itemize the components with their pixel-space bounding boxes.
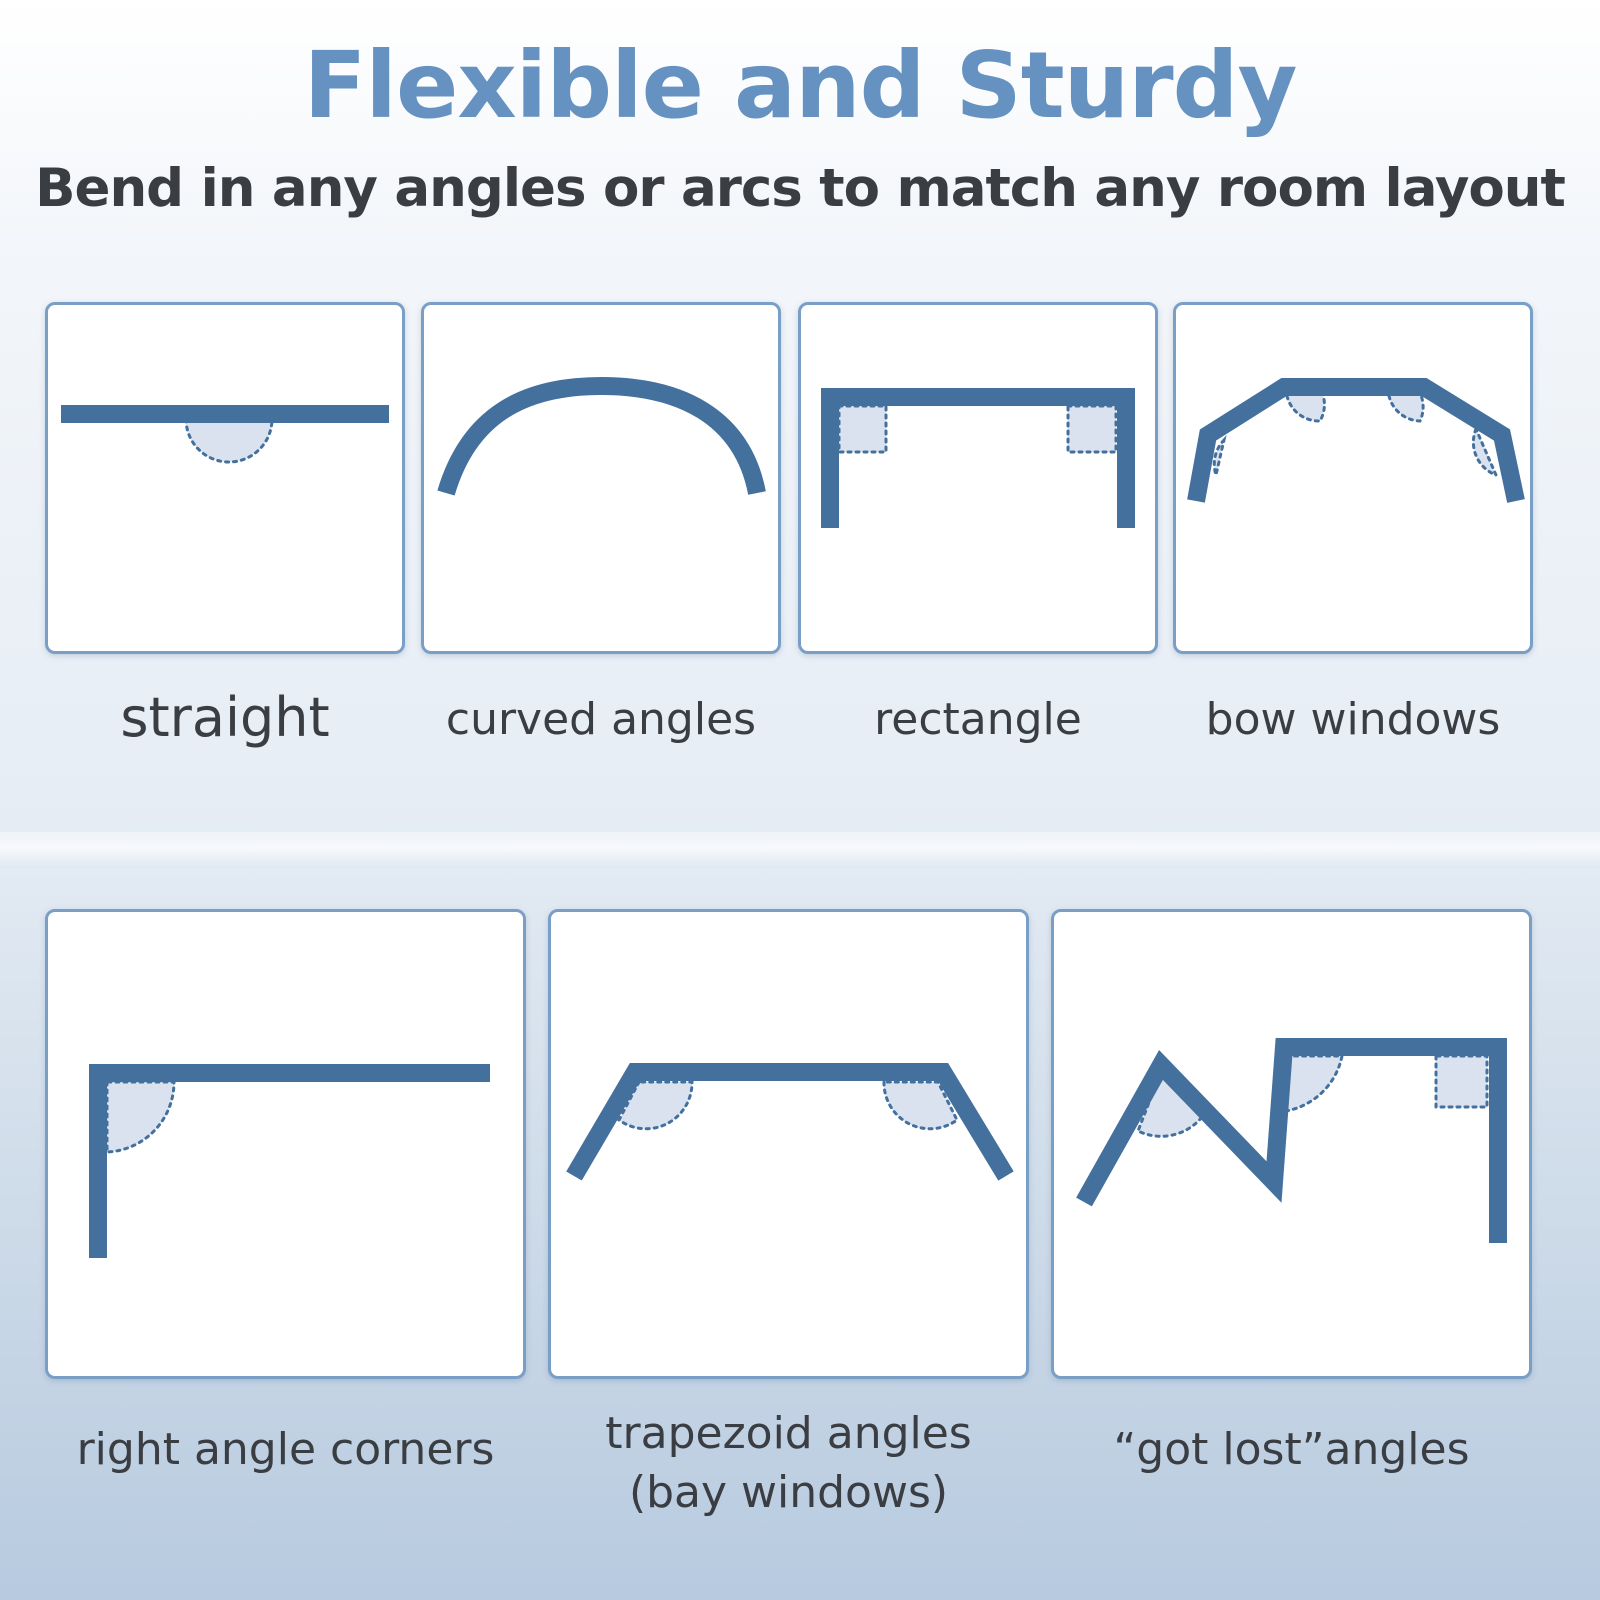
card-got-lost-angles — [1051, 909, 1532, 1379]
curved-rod-diagram — [437, 376, 766, 496]
label-straight: straight — [120, 686, 330, 749]
card-bow-windows — [1173, 302, 1533, 654]
got-lost-rod-diagram — [1076, 1038, 1507, 1243]
label-curved-angles: curved angles — [445, 694, 757, 745]
straight-rod-diagram — [61, 405, 389, 464]
card-trapezoid-angles — [548, 909, 1029, 1379]
label-right-angle-corners: right angle corners — [76, 1424, 495, 1475]
label-trapezoid-line2: (bay windows) — [628, 1467, 949, 1519]
rod — [566, 1063, 1014, 1181]
card-rectangle — [798, 302, 1158, 654]
angle-marker — [105, 1080, 176, 1154]
label-got-lost-angles: “got lost”angles — [1113, 1424, 1470, 1475]
rod — [1187, 378, 1525, 503]
label-trapezoid-line1: trapezoid angles — [605, 1408, 972, 1459]
page-title: Flexible and Sturdy — [303, 32, 1298, 139]
rectangle-rod-diagram — [821, 388, 1135, 528]
angle-marker — [882, 1080, 959, 1131]
rod — [1076, 1038, 1507, 1243]
angle-marker — [184, 417, 274, 464]
right-angle-rod-diagram — [89, 1064, 490, 1258]
trapezoid-rod-diagram — [566, 1063, 1014, 1181]
card-straight — [45, 302, 405, 654]
rod — [89, 1064, 490, 1258]
page-subtitle: Bend in any angles or arcs to match any … — [35, 158, 1566, 219]
section-divider — [0, 832, 1600, 868]
card-curved-angles — [421, 302, 781, 654]
rod — [821, 388, 1135, 528]
angle-marker — [1212, 435, 1227, 481]
label-trapezoid-angles: trapezoid angles (bay windows) — [548, 1404, 1029, 1523]
angle-marker — [1471, 425, 1499, 478]
label-bow-windows: bow windows — [1205, 694, 1501, 745]
card-right-angle-corners — [45, 909, 526, 1379]
angle-marker — [617, 1080, 694, 1131]
angle-marker — [1284, 386, 1326, 423]
angle-marker — [1386, 386, 1425, 423]
angle-marker — [837, 404, 888, 454]
rod — [437, 376, 766, 496]
angle-marker — [1434, 1054, 1489, 1109]
angle-marker — [1066, 404, 1118, 454]
label-rectangle: rectangle — [874, 694, 1082, 745]
bow-windows-rod-diagram — [1187, 378, 1525, 503]
